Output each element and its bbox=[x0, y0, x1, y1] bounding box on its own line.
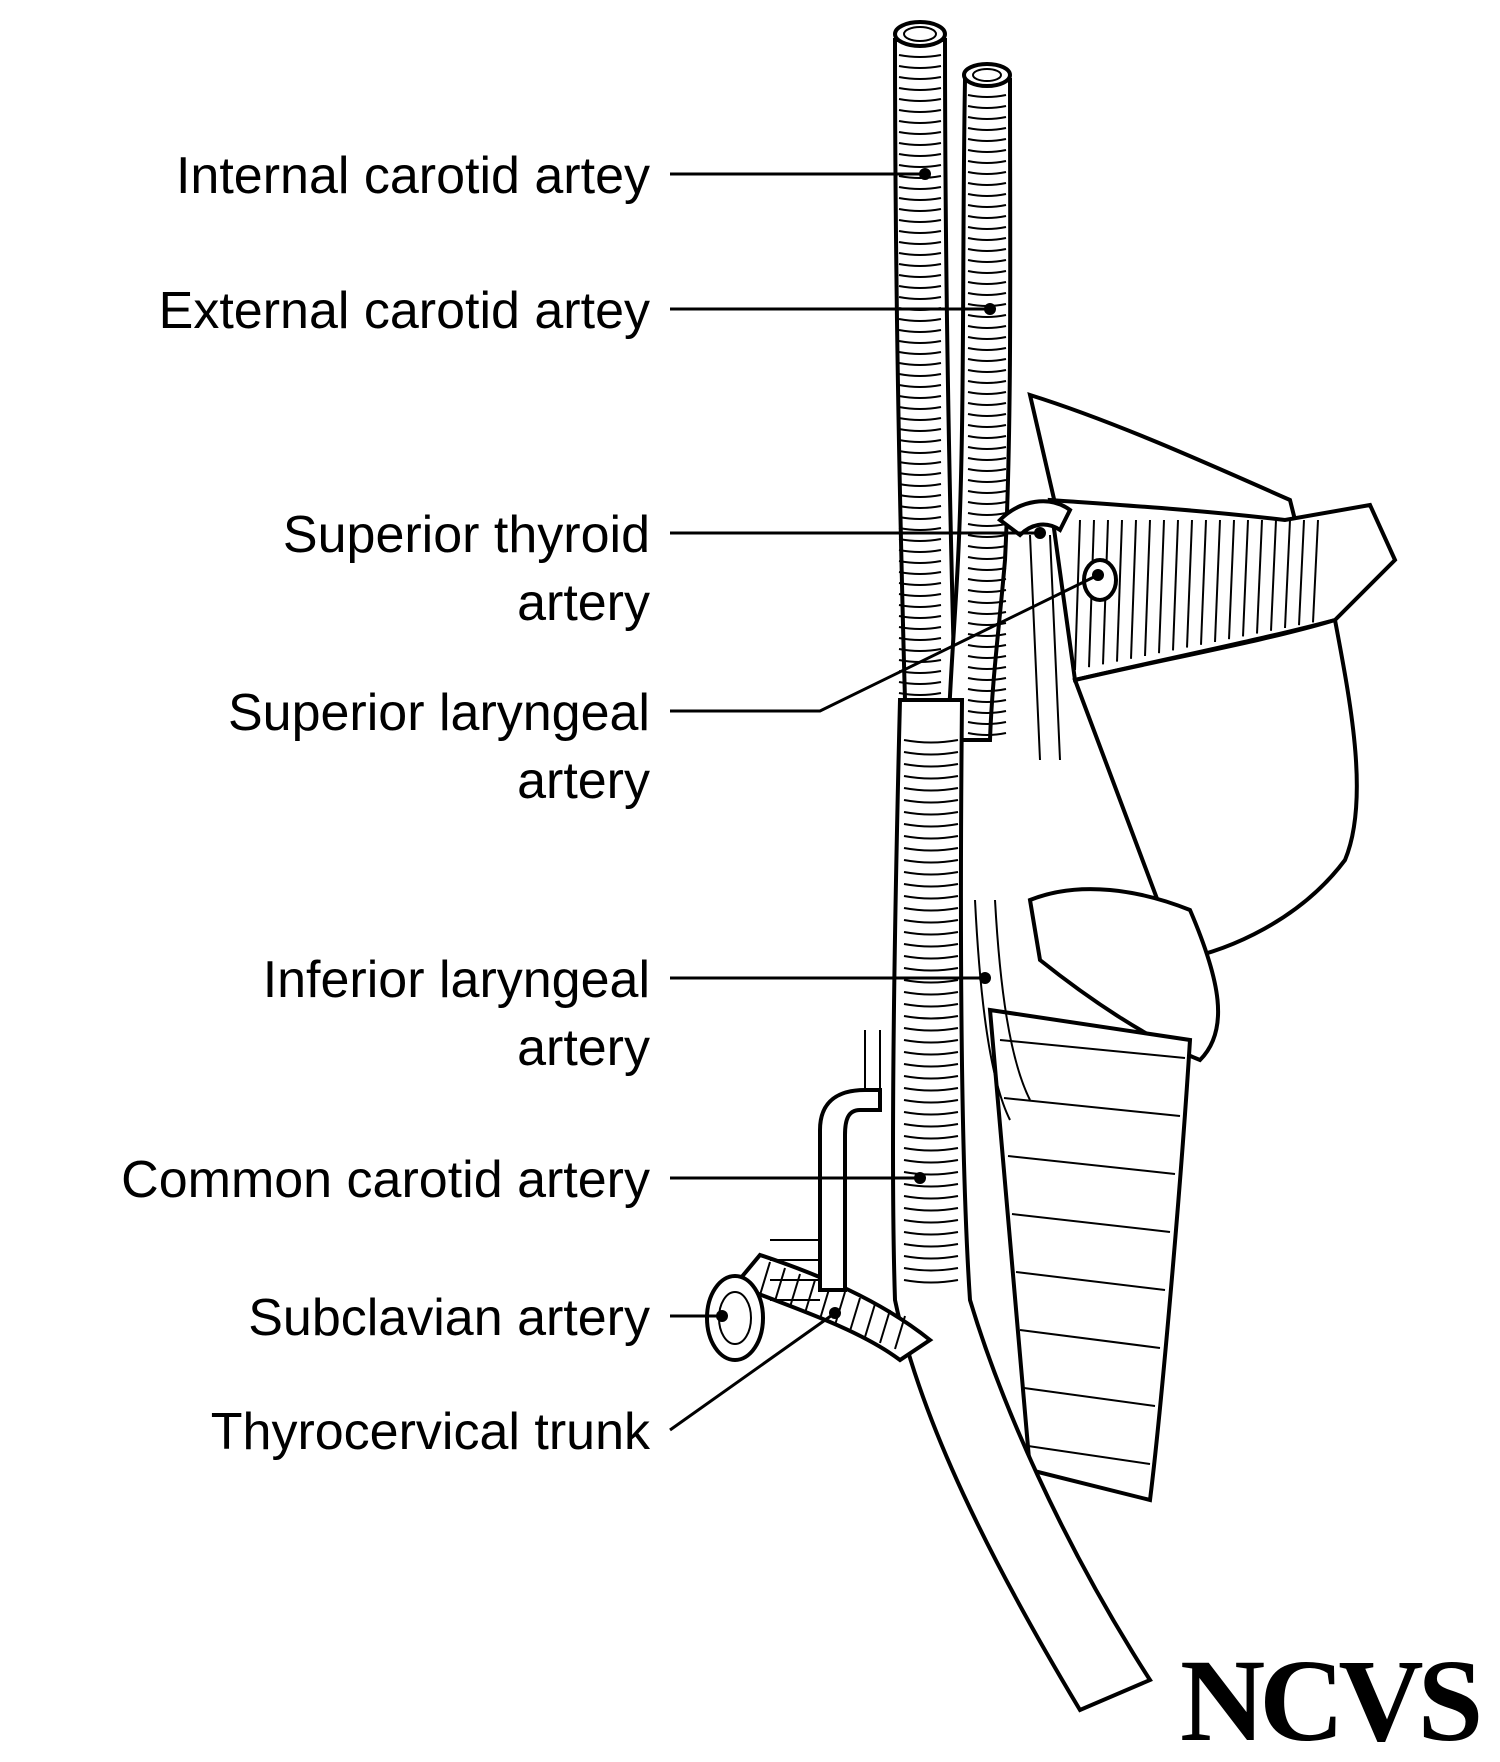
label-common-carotid: Common carotid artery bbox=[121, 1151, 650, 1209]
labels: Internal carotid artey External carotid … bbox=[121, 147, 651, 1461]
thyrocervical-vessel bbox=[770, 1030, 882, 1301]
label-thyrocervical: Thyrocervical trunk bbox=[211, 1403, 651, 1461]
common-carotid-vessel bbox=[890, 698, 1153, 1713]
external-carotid-vessel bbox=[945, 62, 1013, 742]
thyroid-cartilage bbox=[1027, 392, 1398, 1063]
label-external-carotid: External carotid artey bbox=[159, 282, 650, 340]
cartilage-hatching bbox=[1074, 519, 1319, 671]
trachea bbox=[987, 1007, 1193, 1503]
label-subclavian: Subclavian artery bbox=[248, 1289, 650, 1347]
leader-lines bbox=[669, 172, 1099, 1432]
label-internal-carotid: Internal carotid artey bbox=[176, 147, 650, 205]
inferior-laryngeal-vessel bbox=[974, 899, 1031, 1121]
ncvs-logo: NCVS bbox=[1180, 1635, 1479, 1762]
leader-dots bbox=[716, 168, 1104, 1322]
